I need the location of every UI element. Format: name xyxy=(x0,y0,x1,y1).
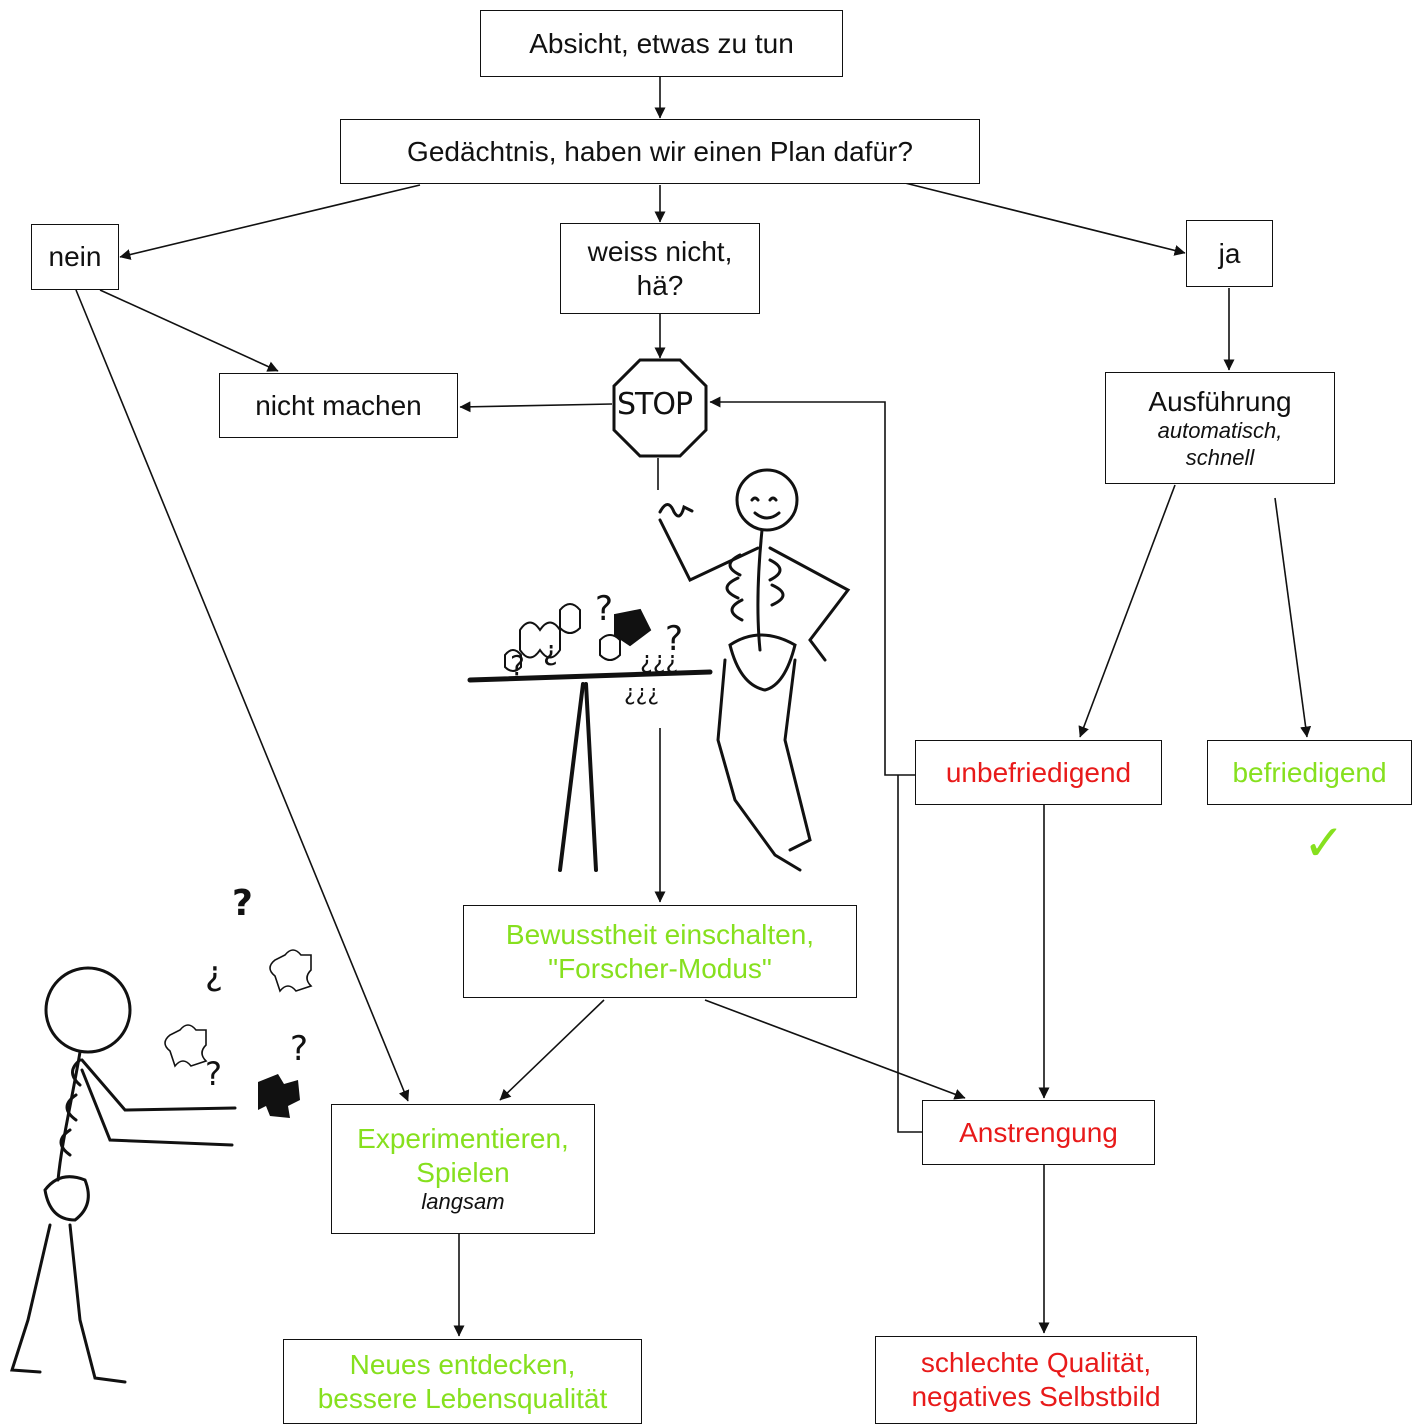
node-befriedigend-label: befriedigend xyxy=(1232,756,1387,788)
edge-gedaechtnis-nein xyxy=(119,184,421,260)
question-mark-icon: ¿¿¿ xyxy=(640,646,678,674)
edge-nein-nicht-machen xyxy=(99,289,279,372)
edge-ausfuehrung-unbefriedigend xyxy=(1078,484,1176,738)
question-mark-icon: ? xyxy=(205,1055,222,1093)
node-nein: nein xyxy=(31,224,119,290)
puzzle-table-illustration xyxy=(467,603,713,872)
question-mark-icon: ¿ xyxy=(205,954,223,994)
edge-gedaechtnis-ja xyxy=(904,182,1186,256)
question-mark-icon: ? xyxy=(665,619,683,659)
edge-unbefriedigend-stop xyxy=(709,396,915,776)
node-experimentieren-sub: langsam xyxy=(421,1189,505,1215)
node-nein-label: nein xyxy=(48,241,102,273)
edge-anstrengung-loop xyxy=(897,775,922,1133)
node-schlechte-line2: negatives Selbstbild xyxy=(911,1381,1161,1412)
stop-sign-label: STOP xyxy=(617,387,693,422)
puzzle-piece-icon xyxy=(164,949,313,1068)
node-gedaechtnis-label: Gedächtnis, haben wir einen Plan dafür? xyxy=(407,135,913,167)
question-mark-icon: ¿¿¿ xyxy=(624,681,659,706)
node-ausfuehrung-sub1: automatisch, xyxy=(1157,418,1283,444)
node-befriedigend: befriedigend xyxy=(1207,740,1412,805)
node-neues-line2: bessere Lebensqualität xyxy=(317,1382,608,1414)
thinking-figure-illustration xyxy=(658,468,851,872)
node-ja: ja xyxy=(1186,220,1273,287)
edge-bewusstheit-anstrengung xyxy=(704,999,966,1100)
node-ausfuehrung: Ausführung automatisch, schnell xyxy=(1105,372,1335,484)
edge-nein-experimentieren xyxy=(75,289,410,1102)
question-mark-icon: ? xyxy=(232,883,253,924)
node-bewusstheit-line2: "Forscher-Modus" xyxy=(548,952,772,984)
node-ausfuehrung-sub2: schnell xyxy=(1185,444,1255,470)
edge-bewusstheit-experimentieren xyxy=(499,999,605,1101)
node-gedaechtnis: Gedächtnis, haben wir einen Plan dafür? xyxy=(340,119,980,184)
node-experimentieren: Experimentieren, Spielen langsam xyxy=(331,1104,595,1234)
node-experimentieren-line2: Spielen xyxy=(416,1156,510,1188)
question-mark-icon: ? xyxy=(510,649,525,682)
node-schlechte-line1: schlechte Qualität, xyxy=(920,1347,1152,1379)
question-mark-icon: ? xyxy=(290,1029,308,1069)
puzzle-piece-icon xyxy=(258,1074,300,1118)
node-bewusstheit-line1: Bewusstheit einschalten, xyxy=(505,918,815,950)
check-icon: ✓ xyxy=(1303,814,1345,872)
node-ja-label: ja xyxy=(1218,237,1241,269)
question-mark-icon: ¿ xyxy=(543,634,558,667)
node-bewusstheit: Bewusstheit einschalten, "Forscher-Modus… xyxy=(463,905,857,998)
node-neues: Neues entdecken, bessere Lebensqualität xyxy=(283,1339,642,1424)
node-nicht-machen: nicht machen xyxy=(219,373,458,438)
node-absicht-label: Absicht, etwas zu tun xyxy=(529,27,794,59)
node-weiss-nicht-line1: weiss nicht, xyxy=(587,235,733,267)
node-anstrengung-label: Anstrengung xyxy=(959,1116,1118,1148)
node-weiss-nicht: weiss nicht, hä? xyxy=(560,223,760,314)
edge-ausfuehrung-befriedigend xyxy=(1274,497,1312,738)
node-schlechte: schlechte Qualität, negatives Selbstbild xyxy=(875,1336,1197,1424)
node-unbefriedigend: unbefriedigend xyxy=(915,740,1162,805)
stop-sign-icon xyxy=(612,358,708,458)
node-anstrengung: Anstrengung xyxy=(922,1100,1155,1165)
juggling-figure-illustration xyxy=(9,966,237,1384)
edge-stop-nicht-machen xyxy=(459,401,613,413)
node-unbefriedigend-label: unbefriedigend xyxy=(945,756,1132,788)
node-experimentieren-line1: Experimentieren, xyxy=(357,1123,569,1155)
node-nicht-machen-label: nicht machen xyxy=(255,389,422,421)
node-ausfuehrung-label: Ausführung xyxy=(1148,385,1292,417)
node-weiss-nicht-line2: hä? xyxy=(636,269,684,301)
node-absicht: Absicht, etwas zu tun xyxy=(480,10,843,77)
node-neues-line1: Neues entdecken, xyxy=(349,1348,576,1380)
question-mark-icon: ? xyxy=(595,589,613,629)
